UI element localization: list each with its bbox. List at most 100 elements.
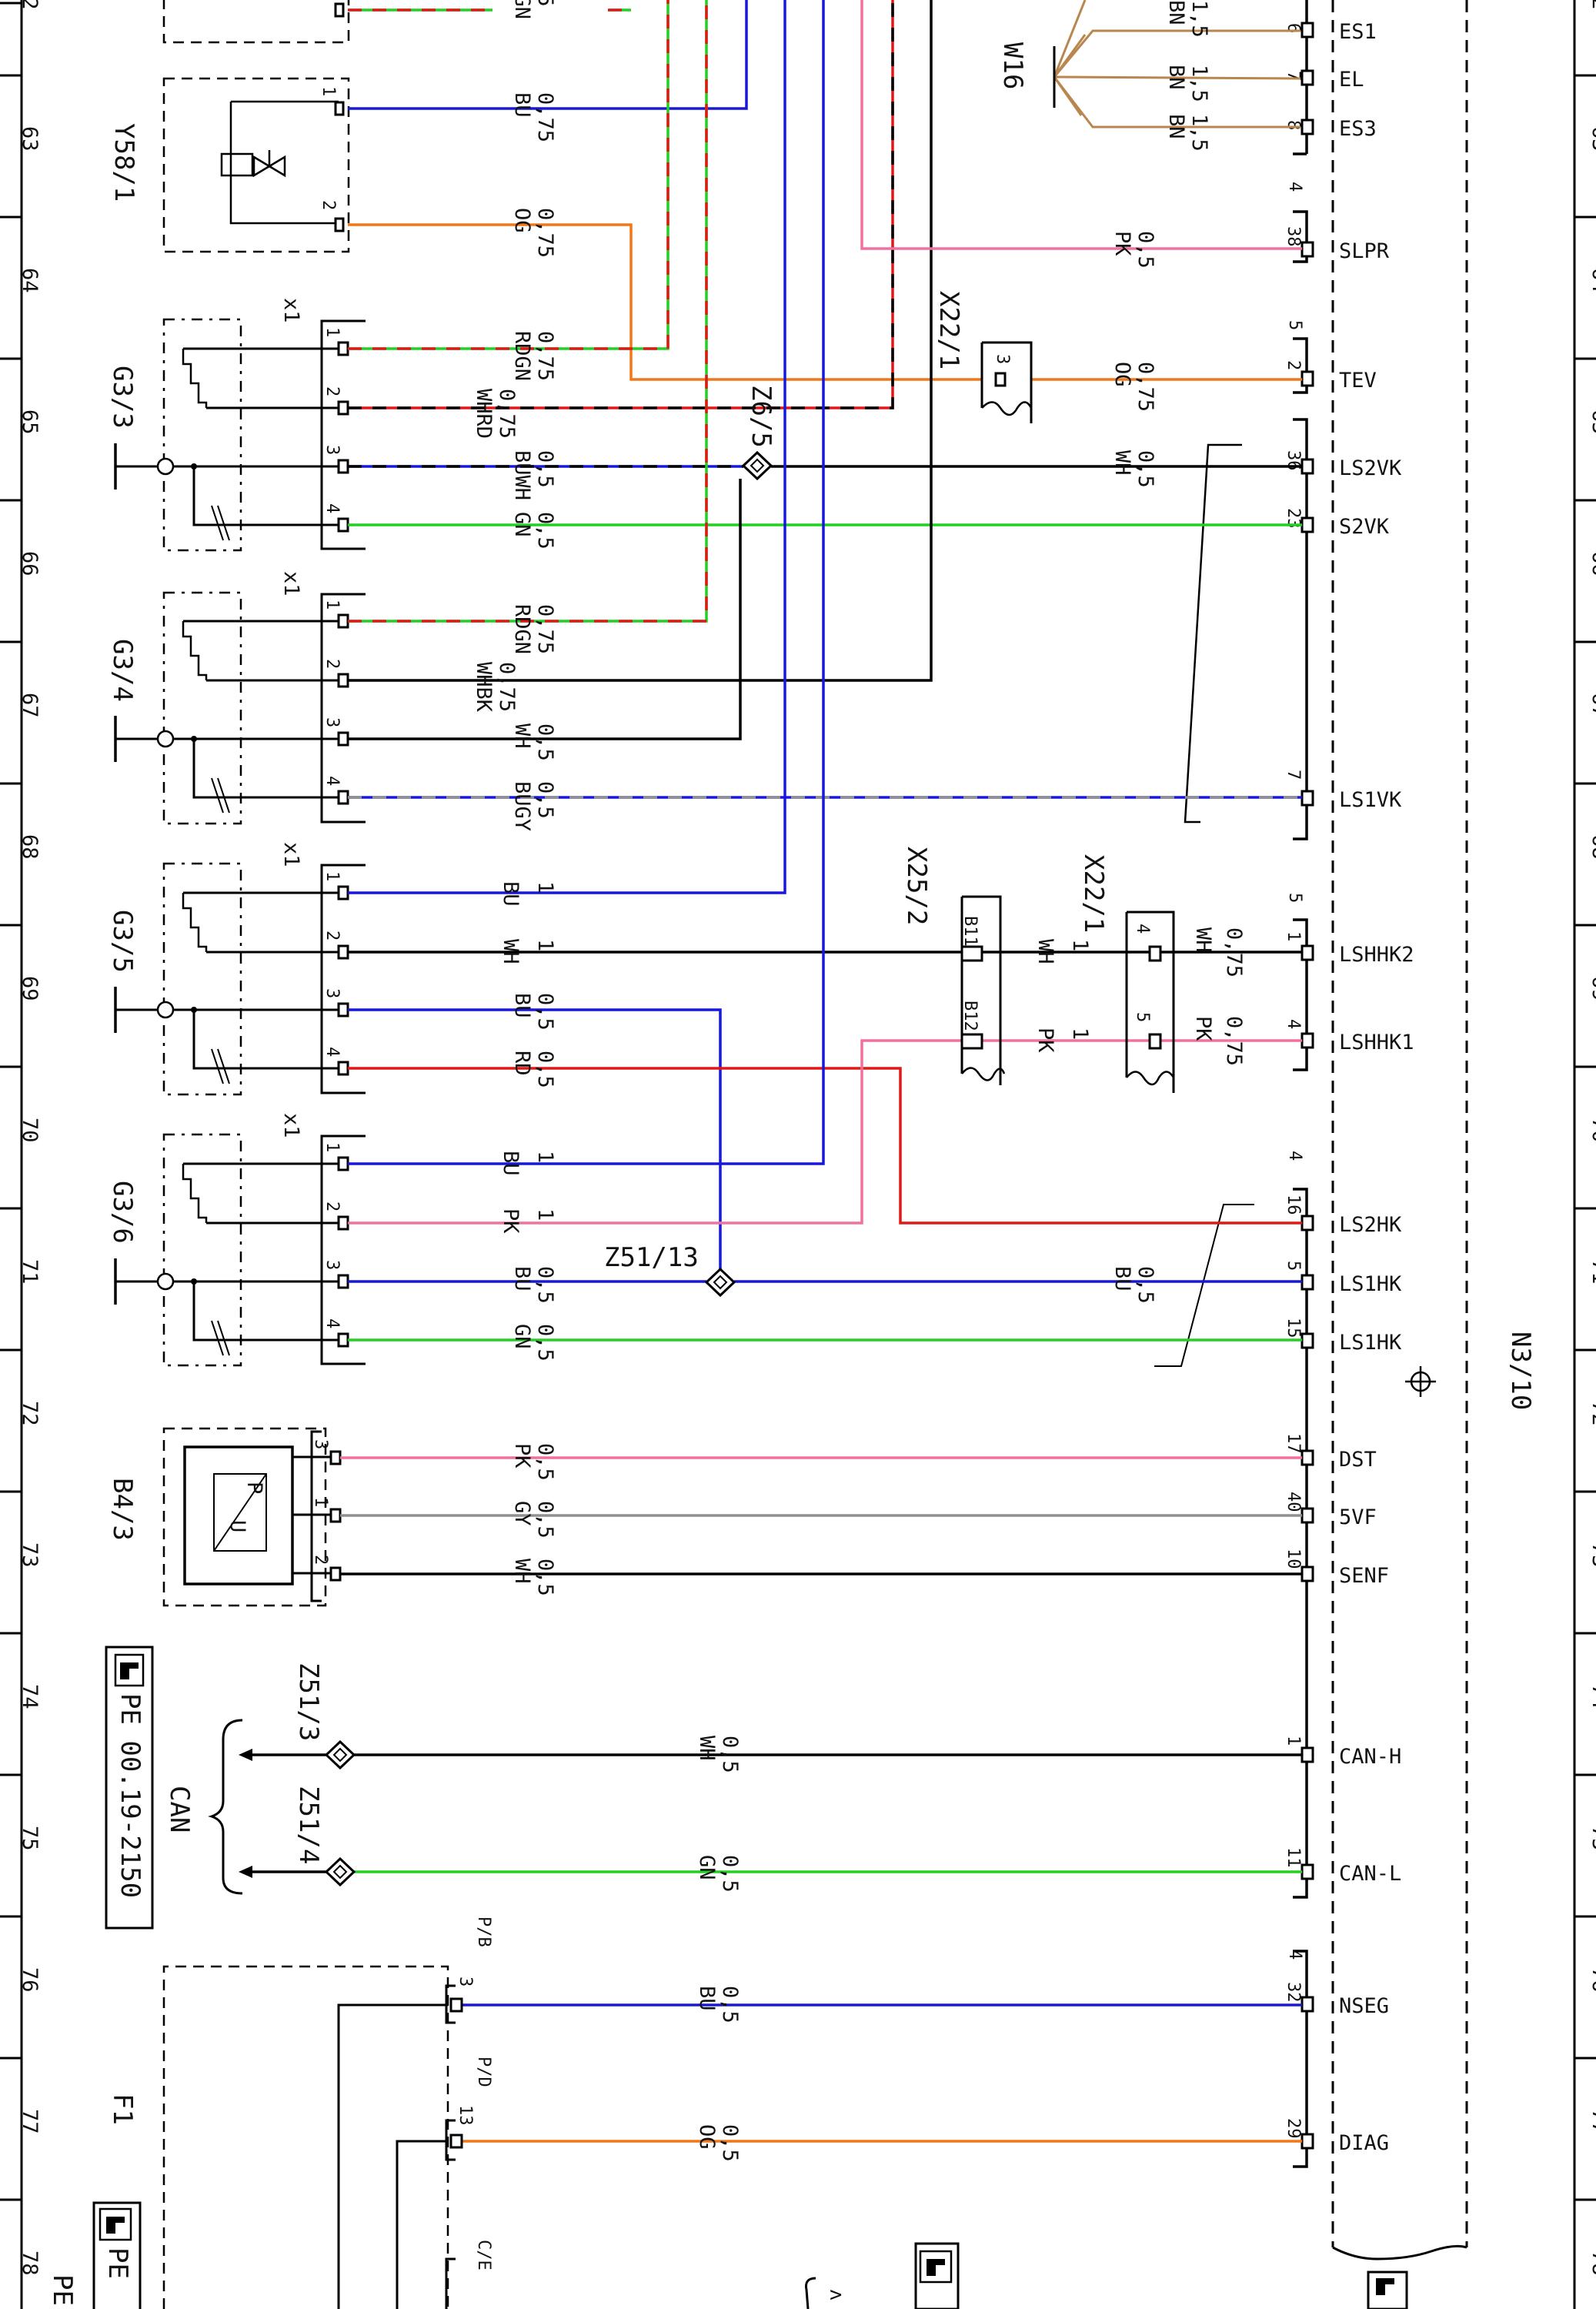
ruler-number-right: 69 (1588, 976, 1596, 1001)
f1-module: F1 3 13 P/B P/D C/E (107, 1916, 493, 2309)
svg-text:C/E: C/E (474, 2240, 493, 2271)
wire-size-label: 1 (1068, 1028, 1092, 1040)
sensor-pin-number: 4 (322, 1047, 342, 1057)
svg-text:Z51/13: Z51/13 (604, 1242, 699, 1273)
valve-icon (220, 100, 339, 225)
ruler-number-left: 65 (18, 409, 42, 435)
wire-color-label: OG (1110, 362, 1134, 387)
wire-size-label: 0,75 (495, 389, 519, 439)
ecu-pin-senf: 10 SENF (1284, 1549, 1389, 1588)
wire-color-label: WHRD (472, 389, 496, 439)
ruler-number-right: 74 (1588, 1684, 1596, 1709)
svg-text:X25/2: X25/2 (901, 847, 932, 925)
wire-size-label: 1 (533, 939, 557, 951)
svg-text:2: 2 (311, 1555, 330, 1565)
ruler-number-right: 77 (1588, 2109, 1596, 2134)
wire-size-label: 1 (533, 1208, 557, 1221)
svg-text:1: 1 (1284, 1736, 1303, 1746)
wire (348, 0, 786, 894)
svg-text:7: 7 (1284, 770, 1303, 780)
svg-text:BN: BN (1164, 114, 1188, 139)
svg-text:X22/1: X22/1 (1078, 854, 1109, 933)
svg-text:SENF: SENF (1339, 1564, 1389, 1588)
svg-text:U: U (225, 1520, 249, 1532)
svg-text:Z51/3: Z51/3 (293, 1662, 324, 1741)
wire-color-label: WH (510, 723, 534, 749)
wires: 0,5RDGN0,75BU0,75OG0,75RDGN0,75WHRD0,5BU… (252, 0, 1302, 2162)
svg-text:1: 1 (1284, 931, 1303, 941)
sensor-label: G3/5 (107, 910, 138, 973)
ecu-ground-symbol-icon (1405, 1366, 1436, 1397)
svg-text:LS1HK: LS1HK (1339, 1272, 1402, 1296)
svg-text:B11: B11 (960, 916, 980, 947)
ecu-pin-es1: 6 ES1 (1284, 20, 1377, 44)
ruler-number-right: 73 (1588, 1542, 1596, 1568)
sensor-label: G3/4 (107, 639, 138, 702)
wire-stripe (348, 0, 669, 350)
connector-label: x1 (279, 298, 303, 323)
wire-color-label: GY (510, 1501, 534, 1526)
ruler-number-left: 74 (18, 1684, 42, 1709)
ecu-pin-can-h: 1 CAN-H (1284, 1736, 1401, 1769)
svg-text:38: 38 (1284, 226, 1303, 247)
svg-text:1,5: 1,5 (1187, 65, 1211, 102)
connector-label: x1 (279, 571, 303, 596)
can-bus-brace: CAN (164, 1719, 252, 1895)
wire-color-label: WH (510, 1559, 534, 1584)
ecu-pin-lshhk2: 1 LSHHK2 (1284, 931, 1414, 967)
wire-color-label: BU (499, 1151, 523, 1176)
wire-color-label: GN (510, 1324, 534, 1349)
wire-size-label: 0,75 (1222, 927, 1246, 977)
ruler-number-left: 68 (18, 834, 42, 860)
ruler-number-left: 76 (18, 1967, 42, 1993)
bracket-bottom-arrow: > (830, 2283, 842, 2307)
ruler-number-right: 62 (1588, 0, 1596, 10)
wire-color-label: GN (510, 512, 534, 537)
wire-color-label: WH (499, 939, 523, 964)
wire-stripe (348, 0, 708, 623)
wire-size-label: 0,5 (718, 1986, 742, 2023)
connector-label: x1 (279, 842, 303, 867)
wire (348, 0, 933, 682)
svg-text:PE: PE (47, 2274, 78, 2306)
ruler-number-left: 64 (18, 268, 42, 293)
svg-text:SLPR: SLPR (1339, 239, 1390, 263)
wire-size-label: 0,5 (533, 512, 557, 550)
wire-color-label: WH (1110, 450, 1134, 476)
sensor-pin-number: 2 (322, 659, 342, 669)
svg-text:16: 16 (1284, 1195, 1303, 1215)
x22-1-connector-bottom: 4 5 X22/1 (1078, 854, 1175, 1093)
svg-text:CAN-L: CAN-L (1339, 1862, 1401, 1886)
svg-text:1: 1 (311, 1497, 330, 1507)
ruler-number-left: 77 (18, 2109, 42, 2134)
wire-size-label: 1 (533, 881, 557, 894)
sensor-pin-number: 2 (322, 386, 342, 396)
wire (860, 0, 1302, 250)
ecu-pin-nseg: 32 NSEG (1284, 1982, 1389, 2018)
wire-color-label: RDGN (510, 604, 534, 654)
svg-text:ES3: ES3 (1339, 117, 1377, 141)
wire-color-label: RDGN (510, 0, 534, 19)
bracket-bottom (805, 2277, 816, 2309)
svg-text:4: 4 (1133, 924, 1152, 934)
wire-size-label: 1 (533, 1151, 557, 1163)
wire-size-label: 0,5 (1134, 1266, 1157, 1304)
svg-text:F1: F1 (107, 2093, 138, 2125)
ecu-pin-dst: 17 DST (1284, 1433, 1377, 1472)
svg-text:PE: PE (102, 2247, 133, 2279)
svg-text:TEV: TEV (1339, 369, 1377, 393)
ecu-pin-es3: 8 ES3 (1284, 117, 1377, 141)
svg-text:B4/3: B4/3 (107, 1478, 138, 1541)
wire-size-label: 0,75 (533, 208, 557, 258)
sensor-pin-number: 2 (322, 1201, 342, 1211)
wire-size-label: 0,5 (533, 1324, 557, 1362)
ecu-pin-slpr: 38 SLPR (1284, 226, 1390, 263)
svg-text:LSHHK1: LSHHK1 (1339, 1031, 1414, 1054)
svg-text:13: 13 (456, 2105, 475, 2126)
wire-size-label: 0,5 (533, 1051, 557, 1088)
svg-text:4: 4 (1285, 182, 1304, 192)
wire-size-label: 0,75 (533, 92, 557, 142)
ecu-label: N3/10 (1505, 1332, 1536, 1410)
